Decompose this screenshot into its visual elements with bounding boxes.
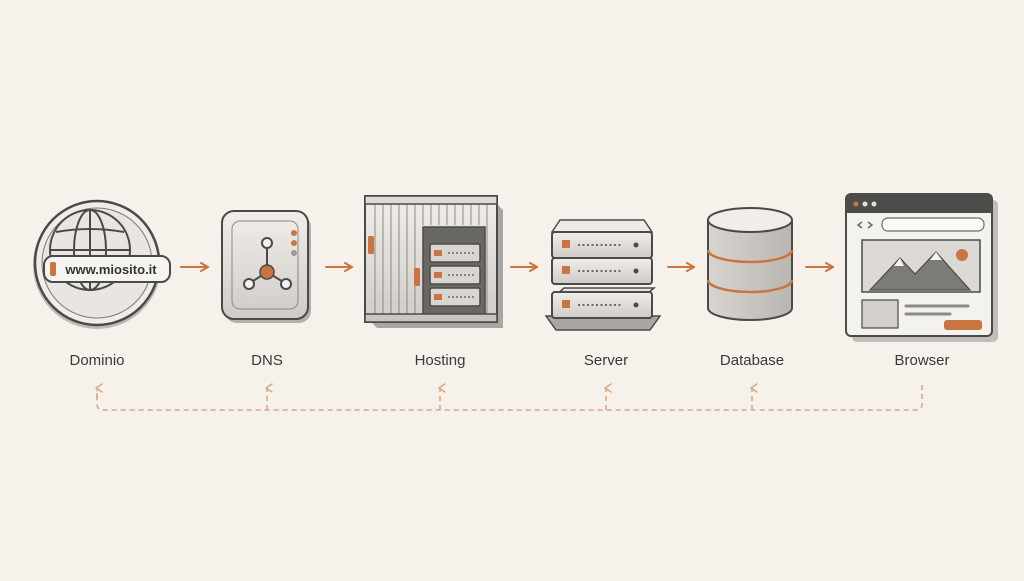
feedback-line	[96, 385, 923, 411]
server-stack-icon	[544, 219, 662, 331]
node-label-hosting: Hosting	[414, 352, 466, 369]
node-label-dns: DNS	[251, 352, 283, 369]
database-icon	[706, 207, 794, 321]
node-label-database: Database	[719, 352, 785, 369]
node-label-server: Server	[583, 352, 629, 369]
dns-network-icon	[221, 210, 311, 323]
node-label-dominio: Dominio	[69, 352, 125, 369]
domain-url-text: www.miosito.it	[64, 262, 157, 277]
container-icon	[364, 195, 503, 328]
node-label-browser: Browser	[894, 352, 950, 369]
browser-window-icon	[845, 193, 998, 342]
feedback-loop	[95, 383, 923, 411]
globe-icon	[33, 199, 171, 329]
